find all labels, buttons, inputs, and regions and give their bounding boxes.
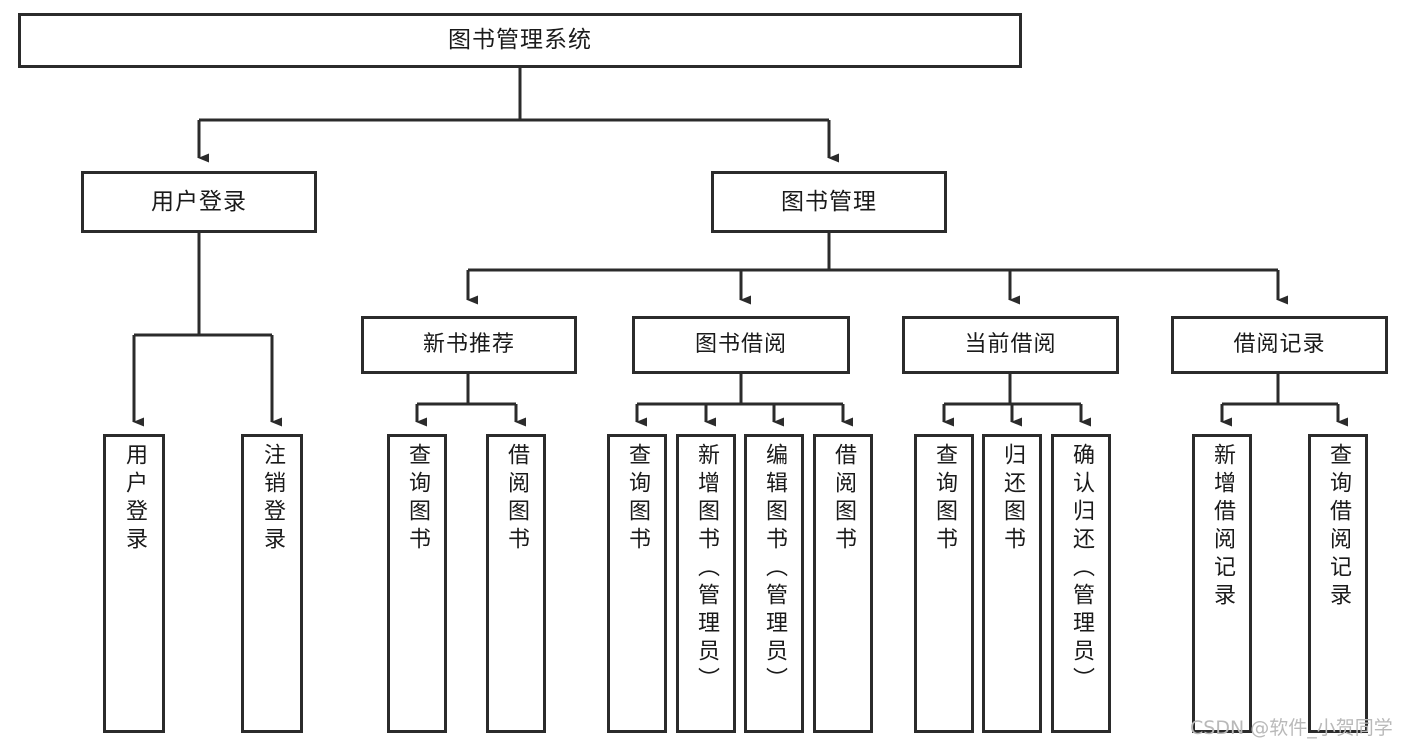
node-user-login[interactable]: 用户登录 <box>81 171 317 233</box>
node-label: 确认归还（管理员） <box>1069 443 1094 695</box>
node-label: 用户登录 <box>151 188 247 215</box>
node-label: 新书推荐 <box>422 332 515 358</box>
node-label: 借阅图书 <box>504 443 529 555</box>
leaf-borrow-borrow-book[interactable]: 借阅图书 <box>813 434 873 733</box>
leaf-current-query-book[interactable]: 查询图书 <box>914 434 974 733</box>
leaf-borrow-edit-book-admin[interactable]: 编辑图书（管理员） <box>744 434 804 733</box>
leaf-recommend-borrow-book[interactable]: 借阅图书 <box>486 434 546 733</box>
node-label: 编辑图书（管理员） <box>762 443 787 695</box>
node-label: 图书管理 <box>781 188 877 215</box>
node-book-management[interactable]: 图书管理 <box>711 171 947 233</box>
leaf-record-add-record[interactable]: 新增借阅记录 <box>1192 434 1252 733</box>
leaf-current-confirm-return-admin[interactable]: 确认归还（管理员） <box>1051 434 1111 733</box>
node-label: 借阅图书 <box>831 443 856 555</box>
leaf-borrow-query-book[interactable]: 查询图书 <box>607 434 667 733</box>
node-label: 查询图书 <box>932 443 957 555</box>
node-new-book-recommend[interactable]: 新书推荐 <box>361 316 577 374</box>
node-label: 用户登录 <box>122 443 147 555</box>
node-current-borrow[interactable]: 当前借阅 <box>902 316 1119 374</box>
node-label: 新增图书（管理员） <box>694 443 719 695</box>
leaf-recommend-query-book[interactable]: 查询图书 <box>387 434 447 733</box>
leaf-user-login-login[interactable]: 用户登录 <box>103 434 165 733</box>
node-label: 图书管理系统 <box>448 27 592 54</box>
node-label: 新增借阅记录 <box>1210 443 1235 611</box>
node-label: 查询图书 <box>625 443 650 555</box>
node-label: 当前借阅 <box>964 332 1057 358</box>
leaf-borrow-add-book-admin[interactable]: 新增图书（管理员） <box>676 434 736 733</box>
node-label: 查询借阅记录 <box>1326 443 1351 611</box>
node-label: 注销登录 <box>260 443 285 555</box>
node-label: 借阅记录 <box>1233 332 1326 358</box>
leaf-record-query-record[interactable]: 查询借阅记录 <box>1308 434 1368 733</box>
leaf-current-return-book[interactable]: 归还图书 <box>982 434 1042 733</box>
node-label: 归还图书 <box>1000 443 1025 555</box>
node-label: 查询图书 <box>405 443 430 555</box>
node-book-borrow[interactable]: 图书借阅 <box>632 316 850 374</box>
leaf-user-login-logout[interactable]: 注销登录 <box>241 434 303 733</box>
csdn-watermark: CSDN @软件_小贺同学 <box>1190 717 1393 739</box>
node-label: 图书借阅 <box>694 332 787 358</box>
node-root-system[interactable]: 图书管理系统 <box>18 13 1022 68</box>
node-borrow-record[interactable]: 借阅记录 <box>1171 316 1388 374</box>
